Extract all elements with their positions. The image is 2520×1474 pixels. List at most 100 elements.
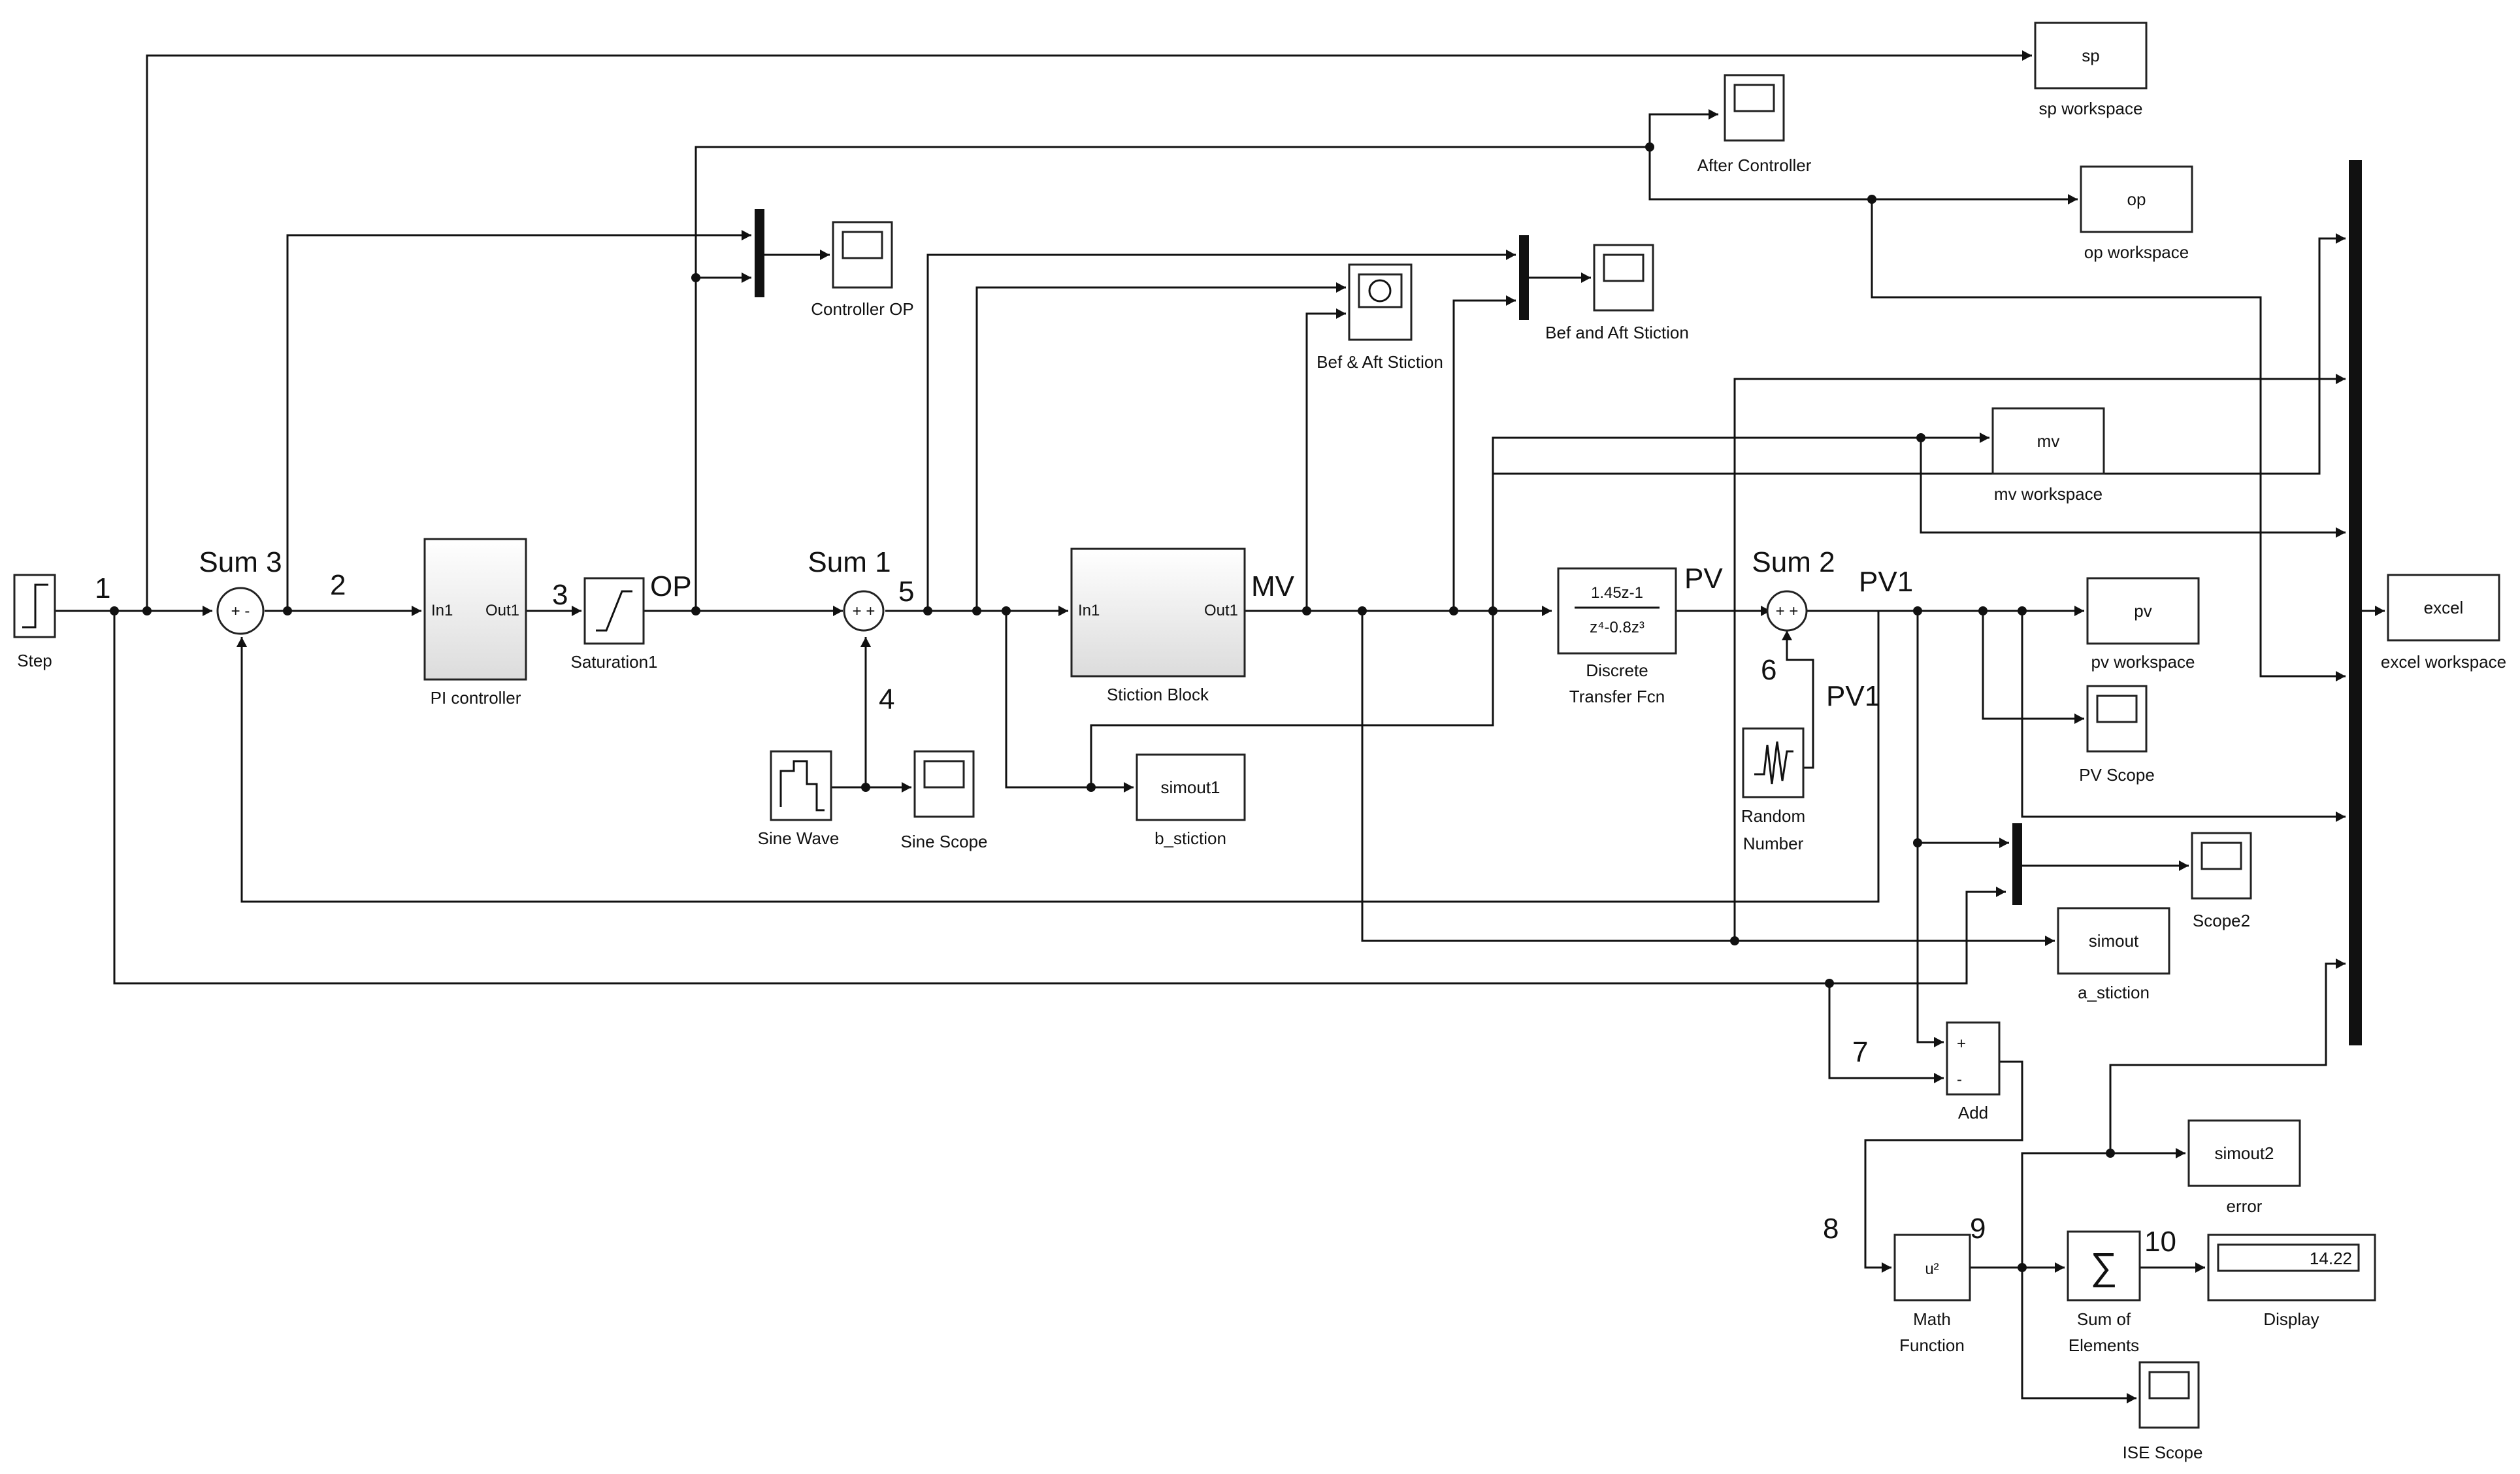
stiction-out-port: Out1 [1204, 602, 1238, 619]
simout-a-stiction-block[interactable]: simout a_stiction [2057, 907, 2170, 1002]
op-workspace-block[interactable]: op op workspace [2080, 165, 2193, 262]
step-block[interactable]: Step [13, 574, 56, 670]
saturation-block[interactable]: Saturation1 [571, 577, 658, 672]
pv-workspace-block[interactable]: pv pv workspace [2086, 577, 2200, 672]
saturation-label: Saturation1 [571, 652, 658, 672]
sum1-block[interactable]: + + Sum 1 [808, 546, 891, 632]
sum2-sign: + + [1776, 602, 1799, 620]
wire-mv-simout1 [1090, 611, 1494, 787]
bef-and-aft-mux[interactable] [1519, 235, 1529, 320]
tf-label-1: Discrete [1586, 661, 1648, 680]
signal-mv: MV [1251, 570, 1295, 602]
wire-sp-add [1828, 983, 1944, 1079]
sine-scope-block[interactable]: Sine Scope [901, 750, 988, 851]
add-block[interactable]: + - Add [1946, 1021, 2001, 1122]
excel-bus-mux[interactable] [2349, 160, 2362, 1045]
signal-pv1-b: PV1 [1826, 680, 1880, 712]
step-label: Step [17, 651, 52, 670]
wire-pv1-add [1916, 611, 1944, 1043]
add-label: Add [1958, 1103, 1988, 1122]
math-function-block[interactable]: u² Math Function [1893, 1234, 1971, 1355]
ise-scope-label: ISE Scope [2123, 1443, 2203, 1462]
wire-mv-mvws [1492, 436, 1989, 611]
tf-numerator: 1.45z-1 [1591, 584, 1643, 602]
scope2-block[interactable]: Scope2 [2191, 832, 2252, 930]
excel-value: excel [2424, 598, 2464, 617]
mv-workspace-block[interactable]: mv mv workspace [1991, 407, 2105, 504]
display-value: 14.22 [2310, 1249, 2352, 1268]
sine-wave-label: Sine Wave [758, 828, 840, 848]
sine-wave-block[interactable]: Sine Wave [758, 750, 840, 848]
stiction-block[interactable]: In1 Out1 Stiction Block [1070, 548, 1246, 704]
sum3-block[interactable]: + - Sum 3 [199, 546, 282, 635]
math-label-2: Function [1899, 1335, 1965, 1355]
wire-step-bottom [113, 611, 2006, 985]
simout2-error-block[interactable]: simout2 error [2187, 1119, 2301, 1216]
bef-and-aft-stiction-scope[interactable]: Bef and Aft Stiction [1545, 244, 1689, 342]
wire-mv-excel [1920, 438, 2346, 534]
signal-7: 7 [1852, 1036, 1868, 1068]
scope2-label: Scope2 [2193, 911, 2250, 930]
signal-4: 4 [879, 683, 894, 715]
signal-10: 10 [2144, 1226, 2176, 1258]
wire-op-up [695, 113, 1718, 611]
display-block[interactable]: 14.22 Display [2207, 1234, 2376, 1329]
wire-mv-befand [1452, 299, 1516, 611]
simout2-value: simout2 [2214, 1143, 2274, 1163]
controller-op-mux[interactable] [755, 209, 764, 297]
sp-value: sp [2082, 46, 2099, 65]
tf-label-2: Transfer Fcn [1569, 687, 1665, 706]
add-minus: - [1957, 1071, 1962, 1089]
sum-of-elements-block[interactable]: ∑ Sum of Elements [2067, 1230, 2141, 1355]
sum-of-label-1: Sum of [2077, 1309, 2131, 1329]
tf-denominator: z⁴-0.8z³ [1590, 619, 1645, 636]
signal-pv1-a: PV1 [1859, 566, 1913, 598]
wire-mv-bef [1305, 312, 1346, 611]
excel-workspace-block[interactable]: excel excel workspace [2381, 574, 2506, 672]
wire-sum1-befaft [975, 286, 1346, 611]
sum1-label: Sum 1 [808, 546, 891, 578]
random-label-1: Random [1741, 806, 1805, 826]
wire-error-excel [2109, 962, 2346, 1153]
signal-2: 2 [330, 569, 346, 601]
signal-5: 5 [898, 576, 914, 608]
transfer-fcn-block[interactable]: 1.45z-1 z⁴-0.8z³ Discrete Transfer Fcn [1557, 567, 1677, 706]
after-controller-label: After Controller [1697, 156, 1812, 175]
random-number-block[interactable]: Random Number [1741, 727, 1805, 853]
wire-op-ws [1648, 147, 2078, 201]
pi-controller-label: PI controller [431, 688, 521, 708]
math-label-1: Math [1913, 1309, 1951, 1329]
bef-aft-stiction-scope[interactable]: Bef & Aft Stiction [1317, 263, 1443, 372]
wire-add-math [1864, 1060, 2023, 1269]
ise-scope-block[interactable]: ISE Scope [2123, 1361, 2203, 1462]
wire-tfout-excel [1493, 237, 2346, 475]
signal-6: 6 [1761, 654, 1776, 686]
mv-workspace-label: mv workspace [1994, 484, 2103, 504]
sum2-block[interactable]: + + Sum 2 [1752, 546, 1835, 632]
controller-op-scope[interactable]: Controller OP [811, 221, 914, 319]
scope2-mux[interactable] [2012, 823, 2022, 905]
add-plus: + [1957, 1035, 1966, 1053]
sp-workspace-block[interactable]: sp sp workspace [2034, 22, 2148, 118]
sum-of-elements-icon: ∑ [2090, 1245, 2117, 1288]
op-workspace-label: op workspace [2084, 242, 2189, 262]
simout1-value: simout1 [1160, 778, 1220, 797]
wire-pv1-excel [2021, 611, 2346, 818]
wire-pv-excel [1733, 378, 2346, 941]
pi-controller-block[interactable]: In1 Out1 PI controller [423, 538, 527, 708]
junctions [110, 142, 2115, 1272]
pv-scope-block[interactable]: PV Scope [2079, 685, 2155, 785]
excel-workspace-label: excel workspace [2381, 652, 2506, 672]
signal-3: 3 [552, 579, 568, 611]
signal-pv: PV [1684, 563, 1723, 595]
display-label: Display [2263, 1309, 2319, 1329]
signal-9: 9 [1970, 1213, 1986, 1245]
bef-aft-stiction-label: Bef & Aft Stiction [1317, 352, 1443, 372]
wires [56, 54, 2385, 1400]
stiction-in-port: In1 [1078, 602, 1100, 619]
pv-workspace-label: pv workspace [2091, 652, 2195, 672]
simout1-block[interactable]: simout1 b_stiction [1136, 753, 1246, 848]
wire-pv1-pvscope [1982, 611, 2084, 720]
after-controller-scope[interactable]: After Controller [1697, 74, 1812, 175]
signal-8: 8 [1823, 1213, 1839, 1245]
